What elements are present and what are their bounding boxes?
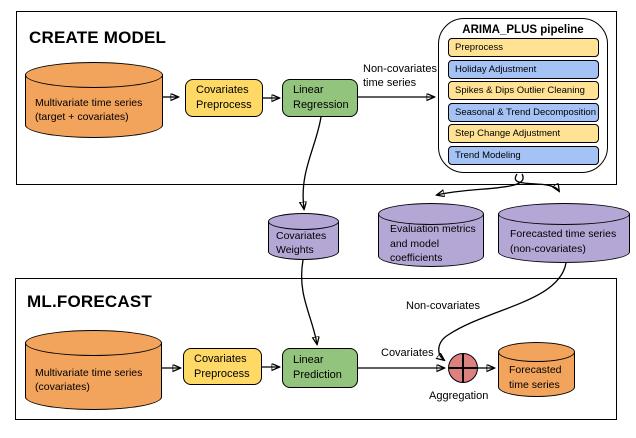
linear-prediction-node: Linear Prediction — [282, 348, 358, 388]
pipeline-step-preprocess: Preprocess — [448, 38, 599, 57]
create-model-title: CREATE MODEL — [29, 28, 167, 47]
evaluation-metrics-cylinder: Evaluation metrics and model coefficient… — [378, 203, 484, 267]
ml-forecast-title: ML.FORECAST — [27, 292, 152, 311]
cylinder-top-ellipse — [25, 330, 162, 356]
forecast-non-covariates-cylinder: Forecasted time series (non-covariates) — [498, 203, 630, 263]
pipeline-step-seasonal-trend-decomposition: Seasonal & Trend Decomposition — [448, 102, 599, 122]
pipeline-step-spikes-dips-outlier-cleaning: Spikes & Dips Outlier Cleaning — [448, 81, 599, 101]
cylinder-label: Evaluation metrics and model coefficient… — [390, 223, 476, 265]
arima-plus-pipeline-container: ARIMA_PLUS pipeline Preprocess Holiday A… — [438, 18, 608, 173]
linear-regression-node: Linear Regression — [282, 79, 358, 117]
covariates-preprocess-node-top: Covariates Preprocess — [185, 79, 263, 117]
cylinder-top-ellipse — [378, 203, 484, 225]
pipeline-step-trend-modeling: Trend Modeling — [448, 145, 599, 165]
pipeline-step-step-change-adjustment: Step Change Adjustment — [448, 124, 599, 144]
cylinder-label: Covariates Weights — [276, 229, 327, 257]
input-multivariate-covariates-cylinder: Multivariate time series (covariates) — [25, 330, 162, 410]
pipeline-steps: Preprocess Holiday Adjustment Spikes & D… — [448, 38, 599, 165]
cylinder-top-ellipse — [268, 213, 339, 230]
covariates-preprocess-node-bottom: Covariates Preprocess — [183, 348, 262, 385]
aggregation-plus-icon — [448, 353, 478, 383]
cylinder-top-ellipse — [498, 203, 630, 225]
pipeline-title: ARIMA_PLUS pipeline — [462, 24, 584, 36]
forecasted-time-series-cylinder: Forecasted time series — [498, 342, 575, 397]
cylinder-top-ellipse — [25, 62, 163, 88]
covariates-edge-label: Covariates — [381, 347, 434, 359]
aggregation-label: Aggregation — [429, 390, 489, 402]
non-covariates-time-series-label: Non-covariates time series — [363, 63, 437, 89]
cylinder-label: Forecasted time series (non-covariates) — [510, 228, 617, 255]
input-multivariate-target-cylinder: Multivariate time series (target + covar… — [25, 62, 163, 138]
cylinder-label: Multivariate time series (covariates) — [35, 366, 143, 394]
cylinder-label: Multivariate time series (target + covar… — [35, 96, 143, 124]
cylinder-label: Forecasted time series — [509, 364, 562, 391]
covariates-weights-cylinder: Covariates Weights — [268, 213, 339, 260]
pipeline-step-holiday-adjustment: Holiday Adjustment — [448, 59, 599, 79]
non-covariates-edge-label: Non-covariates — [406, 300, 480, 312]
